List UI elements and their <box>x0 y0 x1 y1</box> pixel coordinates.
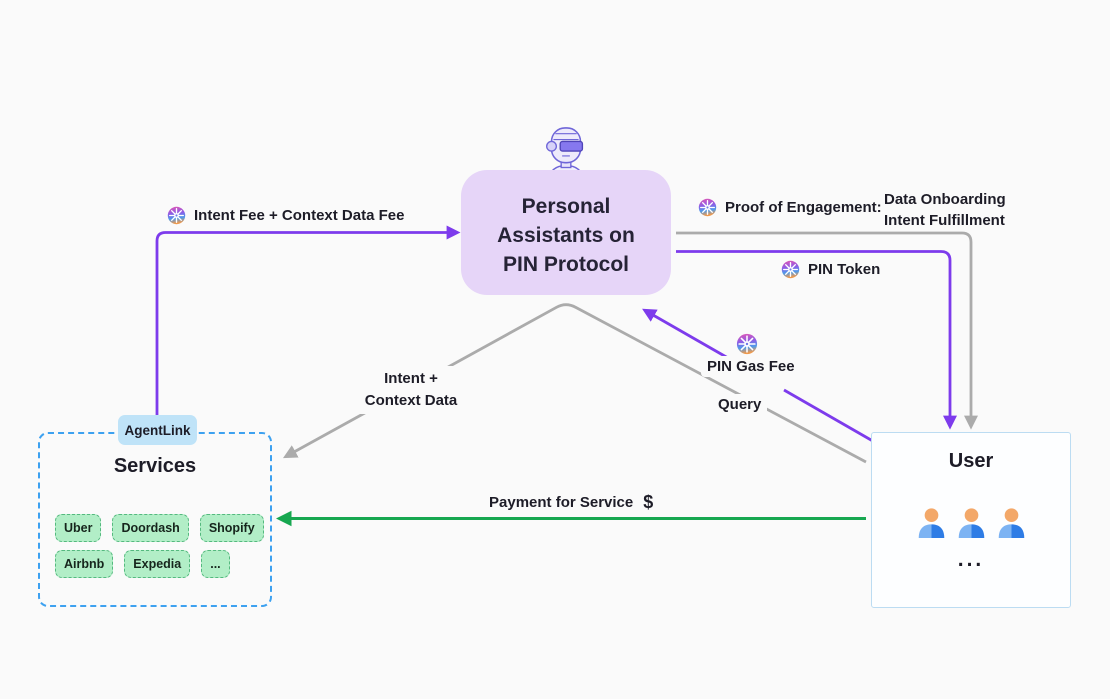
pin-gas-fee-text: PIN Gas Fee <box>707 358 795 375</box>
pin-gas-fee-arrow-segment <box>783 388 879 446</box>
assistant-robot-icon <box>535 126 597 187</box>
service-chip-more[interactable]: ... <box>201 550 230 578</box>
user-title: User <box>948 450 994 472</box>
pin-token-arrow <box>676 250 957 430</box>
services-node[interactable]: Services Uber Doordash Shopify Airbnb Ex… <box>38 432 272 607</box>
person-icon <box>956 506 987 539</box>
intent-fee-arrow <box>155 225 461 424</box>
agentlink-tab[interactable]: AgentLink <box>118 415 197 445</box>
person-icon <box>916 506 947 539</box>
payment-label: Payment for Service $ <box>489 492 653 513</box>
pin-token-label: PIN Token <box>781 260 880 279</box>
proof-detail-line: Data Onboarding <box>884 191 1006 208</box>
user-group <box>872 506 1070 539</box>
person-icon <box>996 506 1027 539</box>
services-title: Services <box>113 455 197 477</box>
center-title-line: Personal <box>521 195 611 218</box>
pin-token-icon <box>698 198 717 217</box>
center-title-line: PIN Protocol <box>502 253 629 276</box>
query-text: Query <box>718 396 762 413</box>
service-chip-doordash[interactable]: Doordash <box>112 514 189 542</box>
intent-context-line: Intent + <box>384 370 438 387</box>
pin-token-icon <box>781 260 800 279</box>
service-chip-airbnb[interactable]: Airbnb <box>55 550 114 578</box>
dollar-icon: $ <box>643 492 654 512</box>
pin-gas-fee-arrow <box>642 308 736 364</box>
service-chip-grid: Uber Doordash Shopify Airbnb Expedia ... <box>55 514 264 578</box>
pin-gas-fee-label: PIN Gas Fee <box>701 356 801 377</box>
center-title-line: Assistants on <box>497 224 635 247</box>
intent-fee-text: Intent Fee + Context Data Fee <box>194 207 405 224</box>
proof-of-engagement-text: Proof of Engagement: <box>725 199 882 216</box>
intent-fee-label: Intent Fee + Context Data Fee <box>167 206 404 225</box>
service-chip-uber[interactable]: Uber <box>55 514 102 542</box>
proof-detail-line: Intent Fulfillment <box>884 212 1005 229</box>
query-intent-context-line <box>282 303 867 464</box>
service-chip-shopify[interactable]: Shopify <box>199 514 264 542</box>
intent-context-line: Context Data <box>364 392 458 409</box>
proof-of-engagement-arrow <box>676 231 978 430</box>
pin-token-icon <box>736 333 758 355</box>
proof-of-engagement-label: Proof of Engagement: <box>698 198 882 217</box>
intent-context-label: Intent + Context Data <box>344 366 478 414</box>
pin-token-icon <box>167 206 186 225</box>
payment-text: Payment for Service <box>489 494 634 511</box>
query-label: Query <box>712 394 768 415</box>
pin-token-text: PIN Token <box>808 261 881 278</box>
more-users-ellipsis: ... <box>957 548 985 571</box>
proof-details: Data Onboarding Intent Fulfillment <box>884 189 1006 231</box>
personal-assistants-node[interactable]: Personal Assistants on PIN Protocol <box>461 170 671 295</box>
user-node[interactable]: User <box>871 432 1071 608</box>
service-chip-expedia[interactable]: Expedia <box>124 550 191 578</box>
